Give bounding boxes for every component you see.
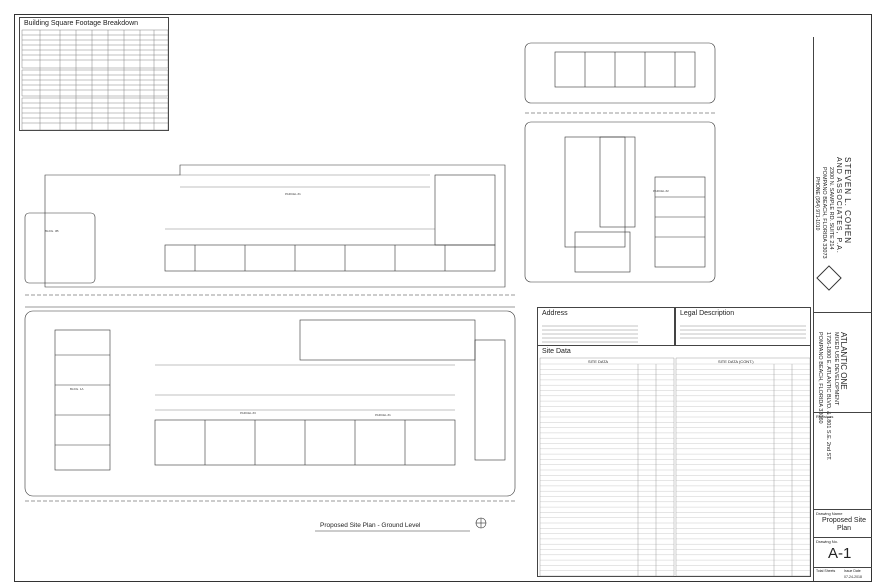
firm-address-1: 2300 N. SAMPLE RD. SUITE 214 <box>828 167 834 250</box>
building-label-1a: BLDG. 1A <box>70 387 84 391</box>
parcel-label-4: PARCEL #1 <box>375 413 391 417</box>
parcel-label-3: PARCEL #3 <box>240 411 256 415</box>
revisions-label: Revisions <box>816 414 834 419</box>
drawing-name-label: Drawing Name <box>816 511 843 516</box>
sheet-number: A-1 <box>828 545 852 562</box>
building-sqft-table: Building Square Footage Breakdown <box>19 17 169 131</box>
title-block: STEVEN L. COHEN AND ASSOCIATES, P.A. 230… <box>813 37 872 581</box>
issue-date: 07-24-2018 <box>844 575 862 579</box>
project-address-2: POMPANO BEACH, FLORIDA 33060 <box>817 332 823 424</box>
firm-name: STEVEN L. COHEN <box>843 157 852 245</box>
parcel-label-1: PARCEL #1 <box>285 192 301 196</box>
drawing-number-label: Drawing No. <box>816 539 839 544</box>
site-data-grid <box>539 357 811 577</box>
building-sqft-grid <box>21 29 169 131</box>
site-data-col1-header: SITE DATA <box>588 359 609 364</box>
inset-site-plan <box>524 42 716 283</box>
parcel-label-2: PARCEL #2 <box>653 189 669 193</box>
firm-logo <box>816 265 842 291</box>
project-address-1: 1726-1800 E. ATLANTIC BLVD. & 1801 S.E. … <box>825 332 831 461</box>
issue-date-label: Issue Date <box>844 569 861 573</box>
firm-address-2: POMPANO BEACH, FLORIDA 33073 <box>821 167 827 259</box>
project-subtitle: MIXED USE DEVELOPMENT <box>833 332 839 406</box>
site-plan-drawing: Proposed Site Plan - Ground Level <box>24 164 516 532</box>
firm-name-2: AND ASSOCIATES, P.A. <box>835 157 842 254</box>
drawing-name: Proposed Site Plan <box>822 517 866 532</box>
plan-title: Proposed Site Plan - Ground Level <box>320 522 421 529</box>
address-title: Address <box>542 310 568 317</box>
legal-text-lines <box>680 325 806 339</box>
site-data-title: Site Data <box>542 348 571 355</box>
project-name: ATLANTIC ONE <box>839 332 848 390</box>
site-data-col2-header: SITE DATA (CONT.) <box>718 359 754 364</box>
firm-phone: PHONE (954) 971-1010 <box>814 177 820 231</box>
building-label-3b: BLDG. 3B <box>45 229 59 233</box>
building-sqft-title: Building Square Footage Breakdown <box>24 20 139 27</box>
total-sheets-label: Total Sheets <box>816 569 836 573</box>
legal-description-title: Legal Description <box>680 310 735 317</box>
drawing-sheet: Building Square Footage Breakdown <box>14 14 872 582</box>
site-data-box: Site Data SITE DATA SITE DATA (CONT.) <box>537 345 811 577</box>
